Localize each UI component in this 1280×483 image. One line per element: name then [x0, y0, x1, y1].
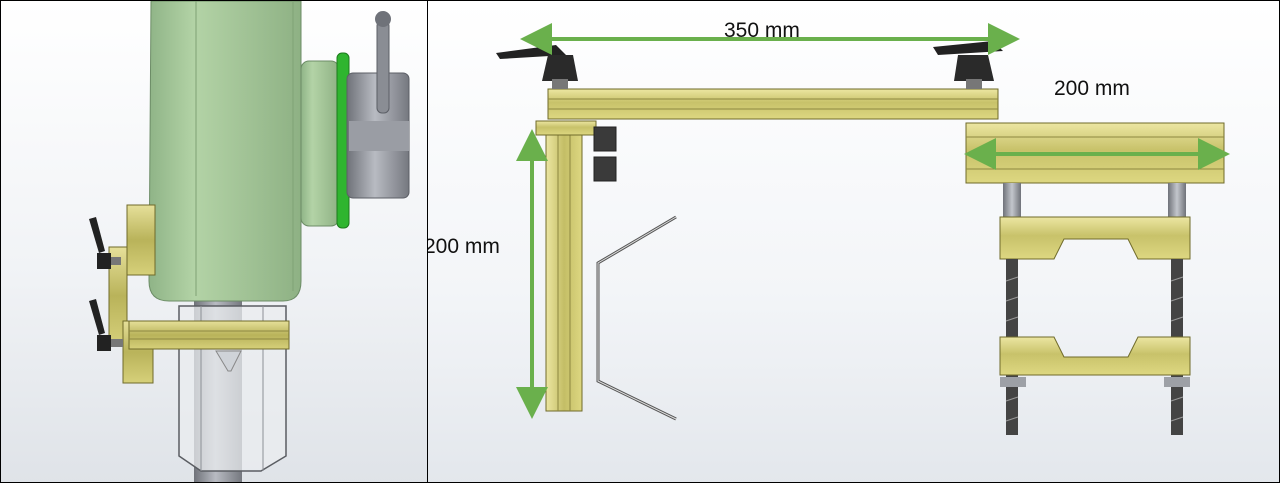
support-rod-right [1168, 183, 1186, 223]
top-view-panel: 350 mm 200 mm 200 mm [427, 0, 1280, 483]
vertical-profile [545, 122, 583, 412]
support-rod-left [1003, 183, 1021, 223]
upper-bracket [126, 204, 156, 276]
pulley-housing [300, 60, 340, 227]
lower-clamp-lever [89, 299, 123, 351]
dimension-label-vertical: 200 mm [427, 235, 500, 258]
drill-head-body [148, 1, 302, 302]
dimension-label-top: 350 mm [724, 19, 800, 42]
side-view-panel [0, 0, 428, 483]
nut-right [1164, 377, 1190, 387]
upper-clamp-lever [89, 217, 121, 269]
top-profile [547, 88, 999, 120]
dimension-label-side: 200 mm [1054, 77, 1130, 100]
feed-lever [376, 20, 390, 114]
lever-knob [375, 11, 391, 27]
side-view-drawing [1, 1, 427, 482]
lower-v-block [999, 336, 1191, 376]
horizontal-arm [128, 320, 290, 350]
nut-left [1000, 377, 1026, 387]
top-view-drawing [428, 1, 1279, 482]
